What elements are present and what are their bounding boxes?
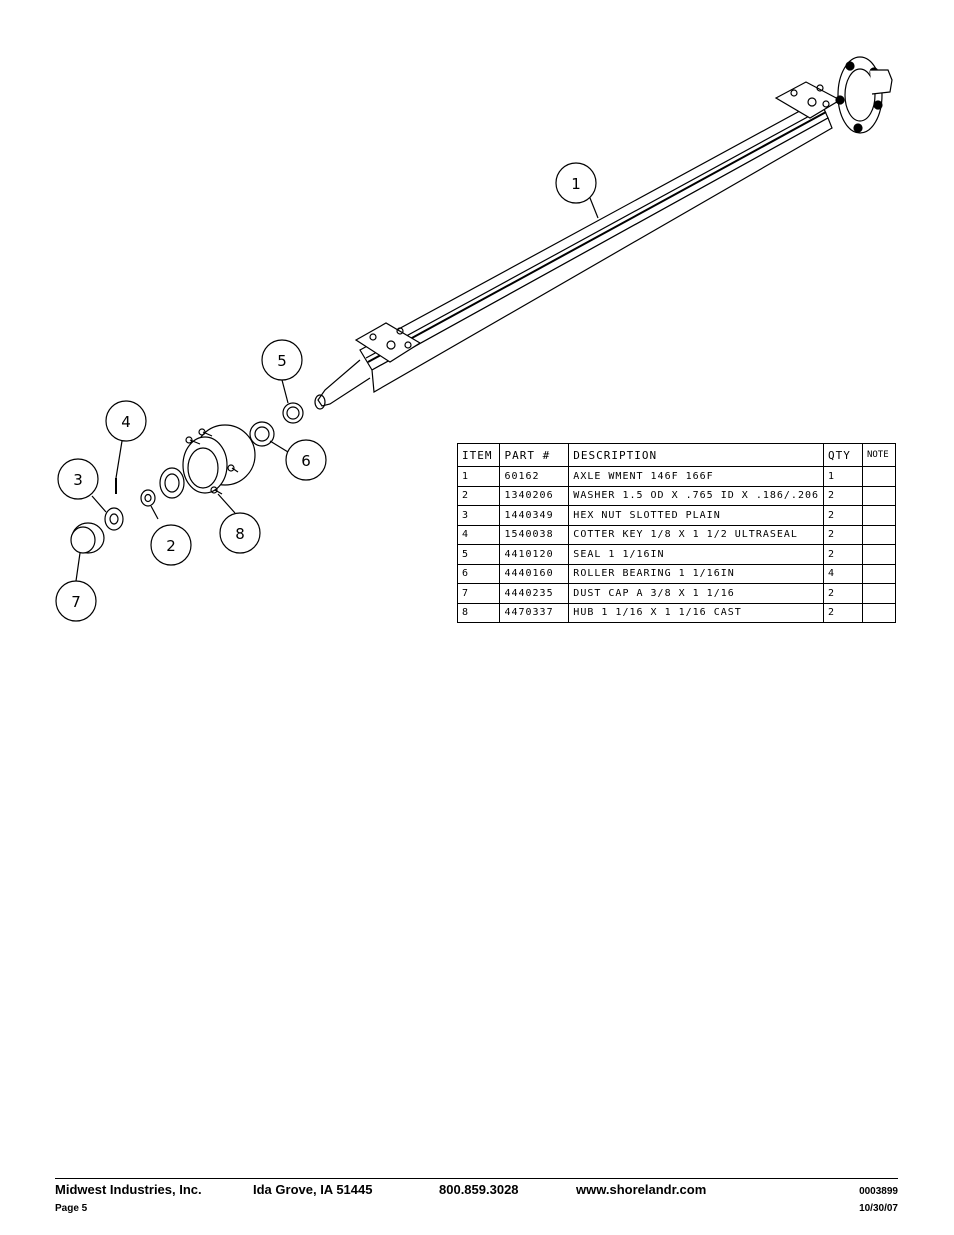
table-row: 6 4440160 ROLLER BEARING 1 1/16IN 4 xyxy=(456,563,897,584)
table-row: 3 1440349 HEX NUT SLOTTED PLAIN 2 xyxy=(456,505,897,526)
axle-exploded-diagram: 1 2 3 4 5 6 7 8 xyxy=(55,56,893,622)
cell-note xyxy=(861,544,897,565)
cell-description: COTTER KEY 1/8 X 1 1/2 ULTRASEAL xyxy=(568,524,825,545)
balloon-5 xyxy=(261,339,303,381)
hub-parts xyxy=(70,402,304,554)
balloon-4 xyxy=(105,400,147,442)
balloon-2 xyxy=(150,524,192,566)
footer-page-number: Page 5 xyxy=(55,1203,88,1214)
cell-note xyxy=(861,485,897,506)
cell-description: AXLE WMENT 146F 166F xyxy=(568,466,825,487)
cell-item: 7 xyxy=(456,583,501,604)
balloon-1 xyxy=(555,162,597,204)
cell-part: 4410120 xyxy=(499,544,570,565)
cell-item: 6 xyxy=(456,563,501,584)
cell-part: 1340206 xyxy=(499,485,570,506)
balloon-6 xyxy=(285,439,327,481)
cell-note xyxy=(861,563,897,584)
table-row: 5 4410120 SEAL 1 1/16IN 2 xyxy=(456,544,897,565)
footer-divider xyxy=(55,1178,898,1179)
axle-tube xyxy=(314,56,893,410)
cell-part: 4440235 xyxy=(499,583,570,604)
footer-date: 10/30/07 xyxy=(859,1203,898,1214)
balloon-8 xyxy=(219,512,261,554)
balloon-7-label: 7 xyxy=(71,593,81,611)
cell-description: WASHER 1.5 OD X .765 ID X .186/.206 xyxy=(568,485,825,506)
cell-qty: 2 xyxy=(823,485,863,506)
cell-item: 5 xyxy=(456,544,501,565)
cell-part: 4440160 xyxy=(499,563,570,584)
footer-website: www.shorelandr.com xyxy=(576,1182,707,1197)
cell-item: 1 xyxy=(456,466,501,487)
cell-part: 60162 xyxy=(499,466,570,487)
cell-qty: 4 xyxy=(823,563,863,584)
cell-part: 4470337 xyxy=(499,602,570,623)
cell-note xyxy=(861,583,897,604)
header-note: NOTE xyxy=(861,443,897,467)
balloon-2-label: 2 xyxy=(166,537,176,555)
table-row: 1 60162 AXLE WMENT 146F 166F 1 xyxy=(456,466,897,487)
cell-part: 1440349 xyxy=(499,505,570,526)
cell-note xyxy=(861,466,897,487)
header-item: ITEM xyxy=(456,443,501,467)
table-row: 8 4470337 HUB 1 1/16 X 1 1/16 CAST 2 xyxy=(456,602,897,623)
table-header-row: ITEM PART # DESCRIPTION QTY NOTE xyxy=(456,443,897,467)
parts-list-table: ITEM PART # DESCRIPTION QTY NOTE 1 60162… xyxy=(456,443,897,623)
table-row: 7 4440235 DUST CAP A 3/8 X 1 1/16 2 xyxy=(456,583,897,604)
cell-item: 4 xyxy=(456,524,501,545)
cell-description: ROLLER BEARING 1 1/16IN xyxy=(568,563,825,584)
cell-part: 1540038 xyxy=(499,524,570,545)
table-row: 2 1340206 WASHER 1.5 OD X .765 ID X .186… xyxy=(456,485,897,506)
balloon-7 xyxy=(55,580,97,622)
footer-doc-number: 0003899 xyxy=(859,1186,898,1197)
cell-qty: 2 xyxy=(823,505,863,526)
footer-company: Midwest Industries, Inc. xyxy=(55,1182,202,1197)
cell-note xyxy=(861,524,897,545)
cell-item: 2 xyxy=(456,485,501,506)
balloon-3-label: 3 xyxy=(73,471,83,489)
cell-qty: 2 xyxy=(823,602,863,623)
balloon-4-label: 4 xyxy=(121,413,131,431)
footer-phone: 800.859.3028 xyxy=(439,1182,519,1197)
cell-qty: 2 xyxy=(823,524,863,545)
header-description: DESCRIPTION xyxy=(568,443,825,467)
cell-qty: 2 xyxy=(823,583,863,604)
cell-item: 8 xyxy=(456,602,501,623)
cell-qty: 2 xyxy=(823,544,863,565)
header-part: PART # xyxy=(499,443,570,467)
balloon-1-label: 1 xyxy=(571,175,581,193)
cell-description: HUB 1 1/16 X 1 1/16 CAST xyxy=(568,602,825,623)
cell-description: DUST CAP A 3/8 X 1 1/16 xyxy=(568,583,825,604)
cell-description: SEAL 1 1/16IN xyxy=(568,544,825,565)
table-row: 4 1540038 COTTER KEY 1/8 X 1 1/2 ULTRASE… xyxy=(456,524,897,545)
balloon-8-label: 8 xyxy=(235,525,245,543)
balloon-5-label: 5 xyxy=(277,352,287,370)
header-qty: QTY xyxy=(823,443,863,467)
balloon-3 xyxy=(57,458,99,500)
balloon-6-label: 6 xyxy=(301,452,311,470)
cell-item: 3 xyxy=(456,505,501,526)
cell-note xyxy=(861,505,897,526)
cell-note xyxy=(861,602,897,623)
cell-qty: 1 xyxy=(823,466,863,487)
cell-description: HEX NUT SLOTTED PLAIN xyxy=(568,505,825,526)
footer-location: Ida Grove, IA 51445 xyxy=(253,1182,373,1197)
